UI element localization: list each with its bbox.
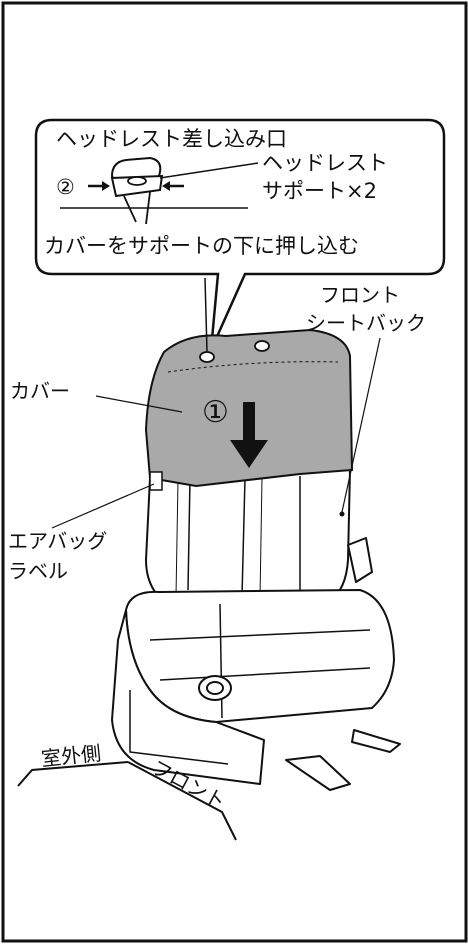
front-seatback-label-line1: フロント [320, 283, 400, 307]
airbag-label-line1: エアバッグ [8, 529, 107, 553]
airbag-leader [51, 483, 155, 529]
seat-knob [198, 675, 232, 701]
cover-label: カバー [10, 379, 70, 403]
callout-leader [204, 277, 208, 353]
rail-foot-rear [351, 729, 401, 753]
airbag-tag [149, 471, 163, 491]
push-down-arrow [230, 402, 268, 468]
seatback-leader [341, 337, 381, 513]
headrest-support-label-line2: サポート×2 [262, 179, 377, 203]
support-leader-line [159, 162, 259, 179]
insertion-port-label: ヘッドレスト差し込み口 [56, 127, 287, 151]
step1-marker: ① [202, 395, 229, 430]
front-arrow [127, 761, 237, 841]
step2-marker: ② [56, 175, 75, 199]
seat-cushion [125, 589, 395, 723]
side-shield [111, 609, 265, 785]
push-arrows [88, 181, 184, 191]
airbag-label-line2: ラベル [8, 559, 68, 583]
seat-cover [144, 328, 354, 491]
outboard-arrow [17, 761, 129, 787]
cover-leader [95, 395, 183, 413]
headrest-support-label-line1: ヘッドレスト [262, 151, 388, 175]
front-seatback-label-line2: シートバック [306, 311, 426, 335]
recline-lever [347, 537, 373, 583]
headrest-support-icon [110, 156, 164, 225]
seat-illustration [111, 469, 401, 791]
support-hole-left [199, 351, 215, 363]
instruction-label: カバーをサポートの下に押し込む [44, 234, 359, 258]
rail-foot-right [285, 755, 351, 791]
support-hole-right [254, 340, 270, 352]
callout-box: ヘッドレスト差し込み口 ② ヘッドレスト サポート×2 カバーをサポートの下に押… [34, 118, 446, 351]
